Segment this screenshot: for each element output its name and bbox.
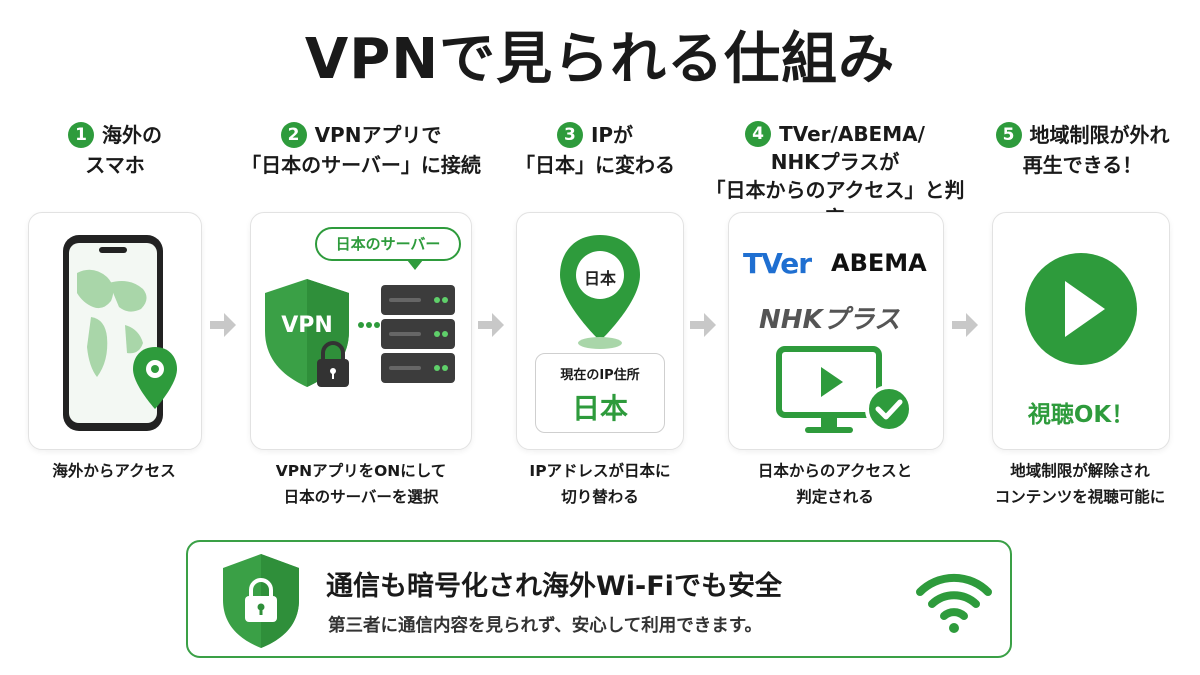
banner-title: 通信も暗号化され海外Wi-Fiでも安全 (326, 571, 782, 602)
step-2-caption: VPNアプリをONにして 日本のサーバーを選択 (275, 462, 447, 506)
step-number-5: 5 (995, 122, 1022, 148)
vpn-shield-label: VPN (281, 313, 333, 338)
step-number-1: 1 (68, 122, 94, 148)
arrow-right-icon (952, 313, 978, 337)
step-4-card: TVer ABEMA NHKプラス (728, 212, 944, 450)
lock-icon (317, 341, 349, 387)
location-pin-icon (133, 347, 177, 409)
ip-label: 現在のIP住所 (560, 368, 640, 383)
play-button-icon (1025, 253, 1137, 365)
step-number-2: 2 (280, 122, 307, 148)
arrow-right-icon (690, 313, 716, 337)
tver-logo: TVer (743, 247, 812, 280)
shield-lock-icon (223, 554, 299, 648)
pin-japan-label: 日本 (583, 269, 616, 288)
step-5-card: 視聴OK！ (992, 212, 1170, 450)
banner-subtitle: 第三者に通信内容を見られず、安心して利用できます。 (328, 616, 762, 636)
watch-ok-label: 視聴OK！ (1027, 402, 1135, 428)
step-number-4: 4 (745, 121, 772, 147)
step-4-caption: 日本からのアクセスと 判定される (757, 462, 913, 506)
monitor-play-icon (776, 346, 882, 433)
wifi-icon (916, 573, 992, 633)
step-3-card: 日本 現在のIP住所 日本 (516, 212, 684, 450)
server-icon (381, 285, 455, 383)
step-number-3: 3 (556, 122, 583, 148)
arrow-right-icon (210, 313, 236, 337)
page-title: VPNで見られる仕組み (304, 27, 896, 92)
step-5-caption: 地域制限が解除され コンテンツを視聴可能に (994, 462, 1166, 506)
ip-value: 日本 (571, 392, 628, 425)
location-pin-icon (560, 235, 640, 341)
step-3-caption: IPアドレスが日本に 切り替わる (529, 462, 671, 506)
nhk-plus-logo: NHKプラス (759, 305, 901, 335)
step-1-caption: 海外からアクセス (52, 462, 176, 480)
step-2-card: 日本のサーバー VPN (250, 212, 472, 450)
ip-address-box: 現在のIP住所 日本 (535, 353, 665, 433)
security-banner: 通信も暗号化され海外Wi-Fiでも安全 第三者に通信内容を見られず、安心して利用… (186, 540, 1012, 658)
smartphone-map-icon (63, 235, 177, 431)
step-1-card (28, 212, 202, 450)
server-bubble: 日本のサーバー (315, 227, 461, 261)
arrow-right-icon (478, 313, 504, 337)
abema-logo: ABEMA (831, 249, 927, 277)
check-badge-icon (865, 385, 913, 433)
